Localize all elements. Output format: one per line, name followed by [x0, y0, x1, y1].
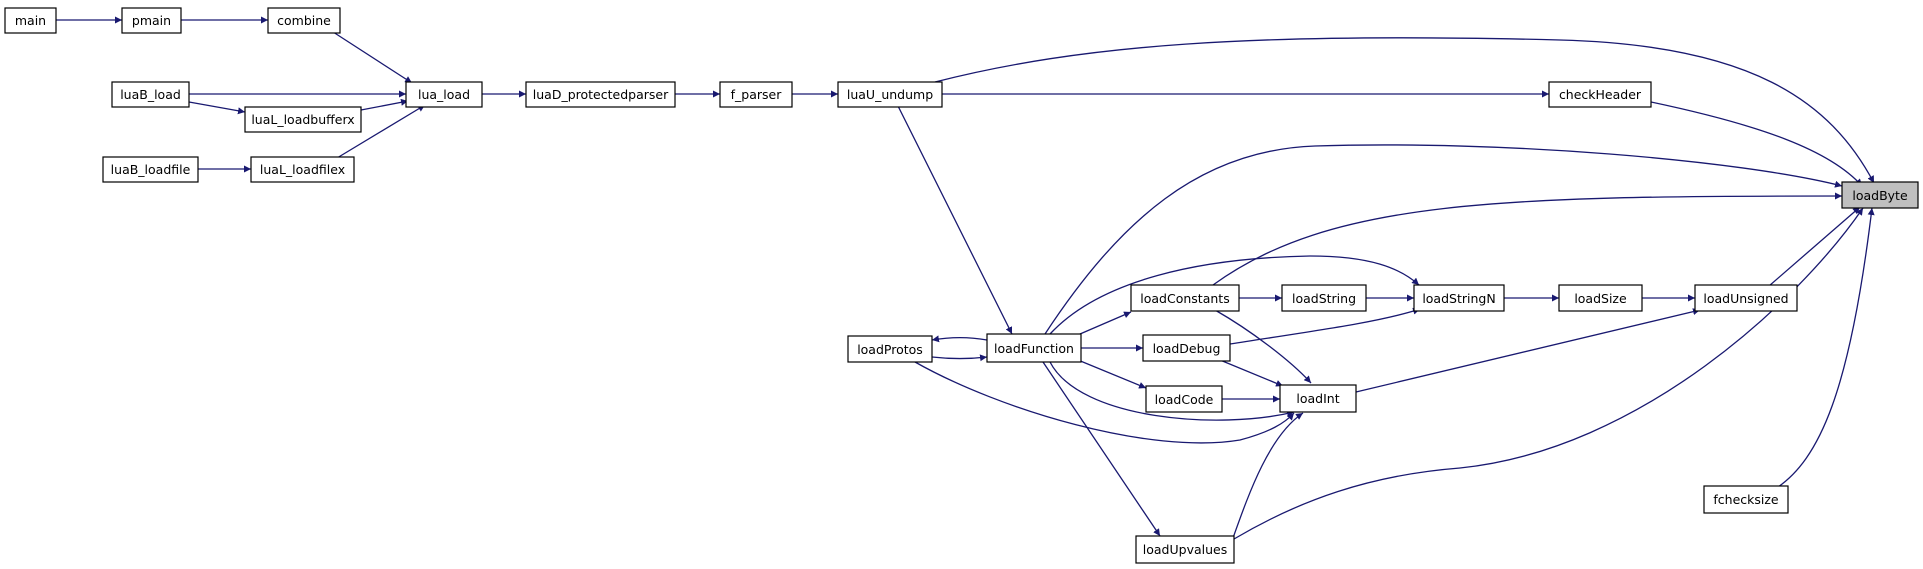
node-combine[interactable]: combine	[267, 7, 341, 34]
node-luaB_load[interactable]: luaB_load	[111, 81, 190, 108]
edge-combine-lua_load	[329, 29, 413, 84]
node-loadConstants[interactable]: loadConstants	[1130, 284, 1240, 312]
node-label: luaL_loadbufferx	[251, 112, 354, 127]
edge-loadFunction-loadConstants	[1079, 311, 1132, 335]
node-label: main	[15, 13, 46, 28]
edge-loadFunction-loadUpvalues	[1042, 361, 1161, 537]
node-luaU_undump[interactable]: luaU_undump	[837, 81, 943, 108]
edge-loadConstants-loadByte	[1212, 192, 1843, 286]
node-label: lua_load	[418, 87, 470, 102]
node-luaD_protectedparser[interactable]: luaD_protectedparser	[525, 81, 676, 108]
edge-checkHeader-loadByte	[1650, 101, 1863, 187]
node-loadUpvalues[interactable]: loadUpvalues	[1135, 535, 1235, 564]
node-pmain[interactable]: pmain	[121, 7, 182, 34]
node-main[interactable]: main	[4, 7, 57, 34]
node-label: loadDebug	[1153, 341, 1221, 356]
node-label: luaB_loadfile	[111, 162, 191, 177]
node-luaL_loadbufferx[interactable]: luaL_loadbufferx	[244, 106, 362, 133]
node-label: f_parser	[731, 87, 783, 102]
node-label: loadSize	[1574, 291, 1627, 306]
edge-loadFunction-loadStringN	[1049, 255, 1420, 335]
node-loadUnsigned[interactable]: loadUnsigned	[1694, 284, 1798, 312]
edge-loadConstants-loadInt	[1214, 309, 1312, 384]
edge-loadDebug-loadInt	[1219, 359, 1284, 387]
node-label: loadStringN	[1422, 291, 1495, 306]
node-lua_load[interactable]: lua_load	[405, 81, 483, 108]
edge-loadProtos-loadInt	[914, 361, 1295, 444]
edge-luaB_load-luaL_loadbufferx	[188, 101, 246, 115]
node-loadByte[interactable]: loadByte	[1841, 181, 1919, 209]
edge-loadFunction-loadInt	[1049, 361, 1295, 421]
node-label: pmain	[132, 13, 171, 28]
node-luaB_loadfile[interactable]: luaB_loadfile	[102, 156, 199, 183]
node-checkHeader[interactable]: checkHeader	[1548, 81, 1652, 108]
edge-loadProtos-loadFunction	[931, 354, 988, 362]
edge-loadFunction-loadProtos	[931, 335, 988, 343]
edge-fchecksize-loadByte	[1774, 207, 1875, 490]
edge-loadInt-loadUnsigned	[1355, 308, 1701, 393]
node-loadInt[interactable]: loadInt	[1279, 384, 1357, 413]
node-loadCode[interactable]: loadCode	[1145, 385, 1223, 413]
node-label: loadInt	[1296, 391, 1339, 406]
node-label: luaU_undump	[847, 87, 933, 102]
node-fchecksize[interactable]: fchecksize	[1703, 485, 1789, 514]
node-label: luaB_load	[120, 87, 181, 102]
node-label: loadFunction	[994, 341, 1074, 356]
node-f_parser[interactable]: f_parser	[719, 81, 793, 108]
node-label: loadCode	[1155, 392, 1214, 407]
node-label: loadUpvalues	[1143, 542, 1227, 557]
node-label: checkHeader	[1559, 87, 1642, 102]
node-loadStringN[interactable]: loadStringN	[1413, 284, 1505, 312]
node-label: luaL_loadfilex	[260, 162, 345, 177]
edge-luaU_undump-loadFunction	[897, 105, 1013, 335]
node-luaL_loadfilex[interactable]: luaL_loadfilex	[250, 156, 355, 183]
node-loadDebug[interactable]: loadDebug	[1142, 334, 1231, 362]
node-label: loadString	[1292, 291, 1356, 306]
edge-loadUnsigned-loadByte	[1768, 206, 1861, 287]
node-loadFunction[interactable]: loadFunction	[986, 333, 1082, 363]
node-loadString[interactable]: loadString	[1281, 284, 1367, 312]
edge-luaU_undump-loadByte	[934, 37, 1875, 184]
node-label: loadProtos	[857, 342, 923, 357]
node-label: fchecksize	[1713, 492, 1779, 507]
node-label: loadConstants	[1140, 291, 1229, 306]
edge-loadUpvalues-loadInt	[1232, 412, 1304, 539]
edge-loadFunction-loadCode	[1077, 359, 1147, 389]
node-label: luaD_protectedparser	[533, 87, 669, 102]
edges	[56, 16, 1875, 540]
edge-luaL_loadbufferx-lua_load	[360, 98, 409, 111]
node-label: loadUnsigned	[1703, 291, 1788, 306]
node-label: loadByte	[1852, 188, 1908, 203]
node-label: combine	[277, 13, 331, 28]
edge-loadFunction-loadByte	[1044, 144, 1843, 335]
edge-loadDebug-loadStringN	[1229, 307, 1421, 345]
nodes: main pmain combine luaB_load luaL_loadbu…	[4, 7, 1919, 564]
node-loadSize[interactable]: loadSize	[1558, 284, 1643, 312]
edge-luaL_loadfilex-lua_load	[336, 104, 426, 159]
node-loadProtos[interactable]: loadProtos	[847, 335, 933, 363]
